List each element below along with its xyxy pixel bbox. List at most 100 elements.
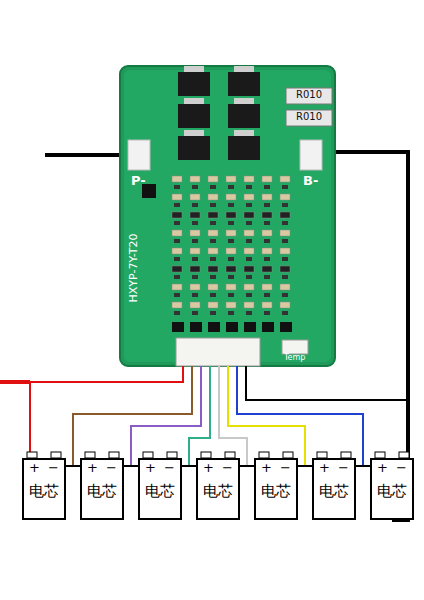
smd-part: [228, 275, 234, 279]
smd-part: [280, 230, 290, 236]
smd-part: [264, 275, 270, 279]
smd-part: [190, 266, 200, 272]
ic: [172, 322, 184, 332]
smd-part: [208, 302, 218, 308]
shunt-resistor: [286, 110, 332, 126]
smd-part: [282, 293, 288, 297]
smd-part: [262, 266, 272, 272]
polarity-mark: +: [319, 460, 330, 476]
smd-part: [174, 311, 180, 315]
smd-part: [264, 257, 270, 261]
smd-part: [226, 212, 236, 218]
battery-cell: +−电芯: [138, 458, 182, 520]
smd-part: [190, 176, 200, 182]
smd-part: [246, 257, 252, 261]
smd-part: [262, 176, 272, 182]
ic: [244, 322, 256, 332]
cell-label: 电芯: [377, 482, 407, 500]
ic: [262, 322, 274, 332]
terminal-row: +−: [372, 460, 412, 476]
smd-part: [246, 221, 252, 225]
smd-part: [174, 293, 180, 297]
polarity-mark: −: [222, 460, 233, 476]
smd-part: [192, 311, 198, 315]
smd-part: [190, 248, 200, 254]
smd-part: [282, 239, 288, 243]
mosfet: [228, 136, 260, 160]
series-link: [124, 465, 138, 467]
smd-part: [172, 194, 182, 200]
battery-cell: +−电芯: [22, 458, 66, 520]
balance-wire: [30, 366, 183, 452]
smd-part: [208, 194, 218, 200]
battery-cell: +− 电芯: [370, 458, 414, 520]
ic: [226, 322, 238, 332]
polarity-mark: −: [106, 460, 117, 476]
terminal-label: P-: [131, 174, 146, 188]
smd-part: [192, 257, 198, 261]
smd-part: [280, 194, 290, 200]
cell-label: 电芯: [203, 482, 233, 500]
mosfet: [228, 104, 260, 128]
terminal-row: +−: [256, 460, 296, 476]
smd-part: [174, 185, 180, 189]
smd-part: [210, 185, 216, 189]
pcb-surface: [124, 70, 331, 362]
smd-part: [282, 311, 288, 315]
terminal-row: +−: [314, 460, 354, 476]
smd-part: [246, 293, 252, 297]
mosfet: [178, 72, 210, 96]
smd-part: [210, 293, 216, 297]
smd-part: [282, 221, 288, 225]
polarity-mark: +: [203, 460, 214, 476]
smd-part: [244, 266, 254, 272]
smd-part: [210, 221, 216, 225]
smd-part: [208, 266, 218, 272]
smd-part: [228, 185, 234, 189]
smd-part: [226, 266, 236, 272]
smd-part: [172, 248, 182, 254]
smd-part: [226, 248, 236, 254]
pcb-board: [120, 66, 335, 366]
smd-part: [208, 176, 218, 182]
smd-part: [192, 221, 198, 225]
smd-part: [246, 311, 252, 315]
smd-part: [226, 302, 236, 308]
smd-part: [244, 230, 254, 236]
smd-part: [192, 185, 198, 189]
smd-part: [246, 185, 252, 189]
smd-part: [172, 176, 182, 182]
polarity-mark: +: [145, 460, 156, 476]
smd-part: [174, 257, 180, 261]
mosfet: [178, 136, 210, 160]
smd-part: [228, 311, 234, 315]
smd-part: [172, 212, 182, 218]
smd-part: [172, 266, 182, 272]
smd-part: [264, 293, 270, 297]
smd-part: [226, 230, 236, 236]
smd-part: [244, 212, 254, 218]
smd-part: [280, 302, 290, 308]
smd-part: [244, 284, 254, 290]
smd-part: [280, 284, 290, 290]
mosfet: [178, 104, 210, 128]
polarity-mark: −: [164, 460, 175, 476]
smd-part: [174, 221, 180, 225]
smd-part: [172, 230, 182, 236]
cell-label: 电芯: [261, 482, 291, 500]
smd-part: [208, 248, 218, 254]
smd-part: [264, 311, 270, 315]
b-pad: [300, 140, 322, 170]
board-model: HXYP-7Y-T20: [128, 234, 140, 303]
ic: [208, 322, 220, 332]
polarity-mark: −: [280, 460, 291, 476]
shunt-resistor: [286, 88, 332, 104]
terminal-row: +−: [24, 460, 64, 476]
polarity-mark: −: [338, 460, 349, 476]
smd-part: [190, 212, 200, 218]
balance-wire: [73, 366, 192, 466]
smd-part: [262, 284, 272, 290]
smd-part: [210, 257, 216, 261]
smd-part: [264, 185, 270, 189]
